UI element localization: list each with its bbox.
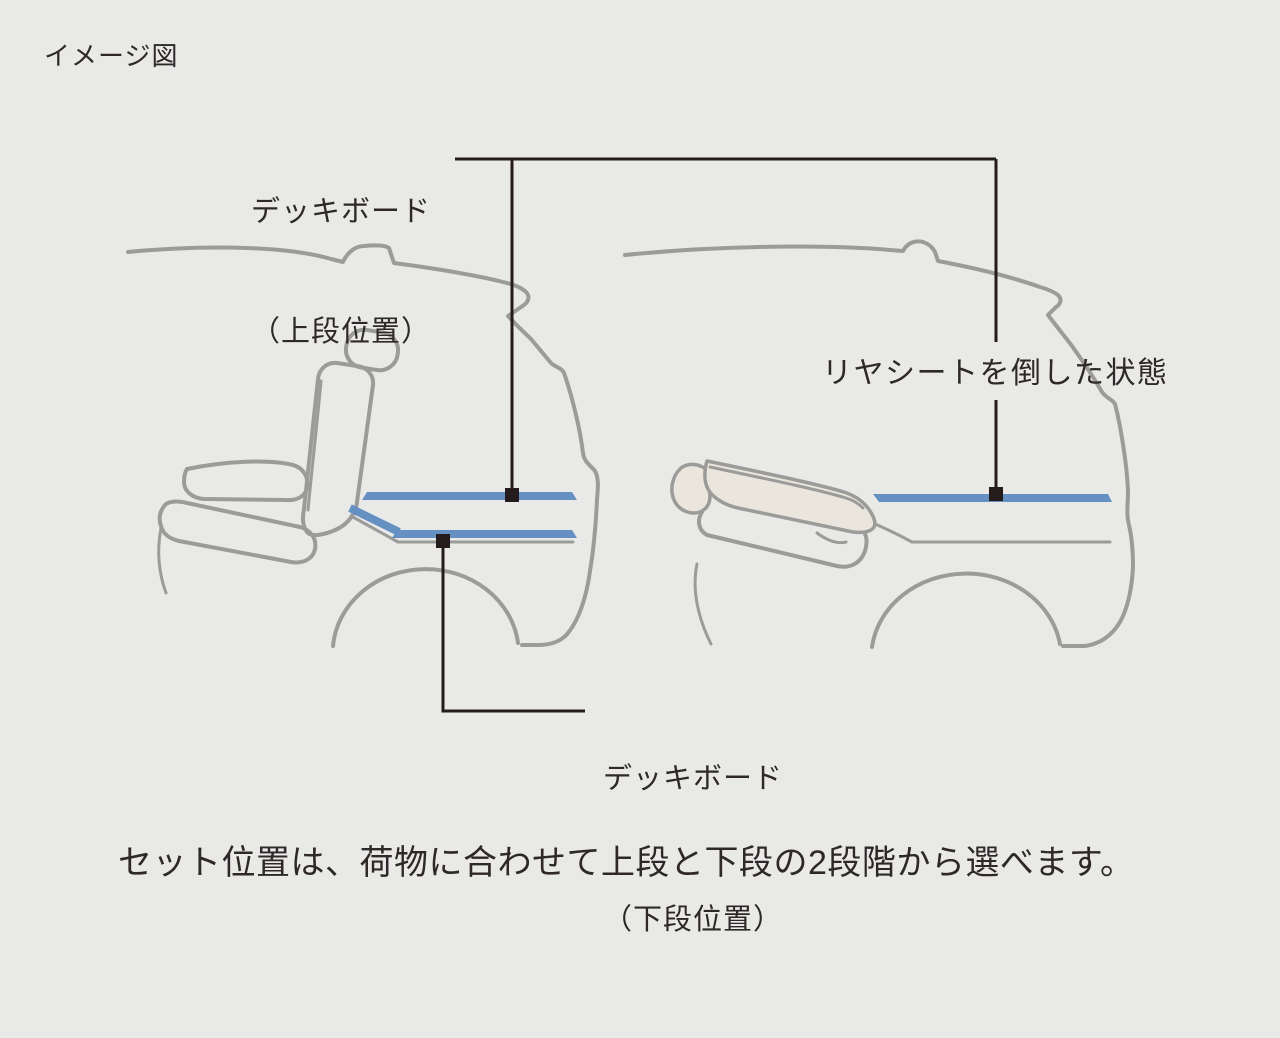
right-front-body-line	[693, 562, 713, 646]
left-wheel-arch	[331, 567, 520, 648]
deck-board-upper-label: デッキボード （上段位置）	[233, 112, 449, 432]
deck-board-upper-label-line1: デッキボード	[250, 196, 431, 228]
folded-rear-seat	[670, 459, 877, 569]
diagram-stage: イメージ図 デッキボード （上段位置） リヤシートを倒した状態 デッキボード （…	[44, 41, 1169, 936]
right-car-body-outline	[623, 239, 1135, 648]
leader-lines	[436, 157, 1003, 713]
folded-headrest	[670, 462, 712, 515]
right-wheel-arch	[870, 571, 1062, 649]
deck-board-diagram-svg	[126, 157, 1135, 713]
left-headrest	[343, 327, 401, 373]
folded-seatback-seam	[708, 465, 865, 510]
diagram-title: イメージ図	[44, 41, 179, 71]
deck-board-angled-section	[348, 504, 401, 536]
folded-seat-cushion	[697, 510, 869, 569]
left-floor-line	[349, 514, 575, 544]
marker-square-lower-board	[436, 534, 450, 548]
deck-board-lower-label-line1: デッキボード	[602, 763, 783, 795]
deck-board-lower-label: デッキボード （下段位置）	[590, 662, 796, 1038]
deck-board-lower	[392, 530, 577, 538]
deck-board-upper-label-line2: （上段位置）	[250, 316, 431, 348]
marker-square-right-board	[989, 487, 1003, 501]
left-car-body-outline	[126, 243, 600, 647]
left-seat-cushion-top	[182, 459, 310, 503]
deck-board-lower-label-line2: （下段位置）	[602, 904, 783, 936]
folded-seatback	[703, 459, 877, 535]
marker-square-upper-board	[505, 488, 519, 502]
deck-board-upper	[362, 492, 577, 500]
left-seatback	[301, 360, 376, 538]
caption: セット位置は、荷物に合わせて上段と下段の2段階から選べます。	[118, 844, 1135, 882]
left-seat-upright	[157, 327, 401, 565]
folded-seat-crease	[815, 531, 848, 545]
right-floor-connector	[873, 522, 914, 544]
lower-leader	[441, 548, 585, 713]
right-car	[623, 239, 1135, 649]
left-seat-cushion-bottom	[157, 499, 318, 565]
rear-seat-folded-label: リヤシートを倒した状態	[822, 357, 1169, 390]
left-front-body-line	[157, 526, 168, 595]
left-seatback-seam	[306, 379, 323, 512]
left-car	[126, 243, 600, 648]
